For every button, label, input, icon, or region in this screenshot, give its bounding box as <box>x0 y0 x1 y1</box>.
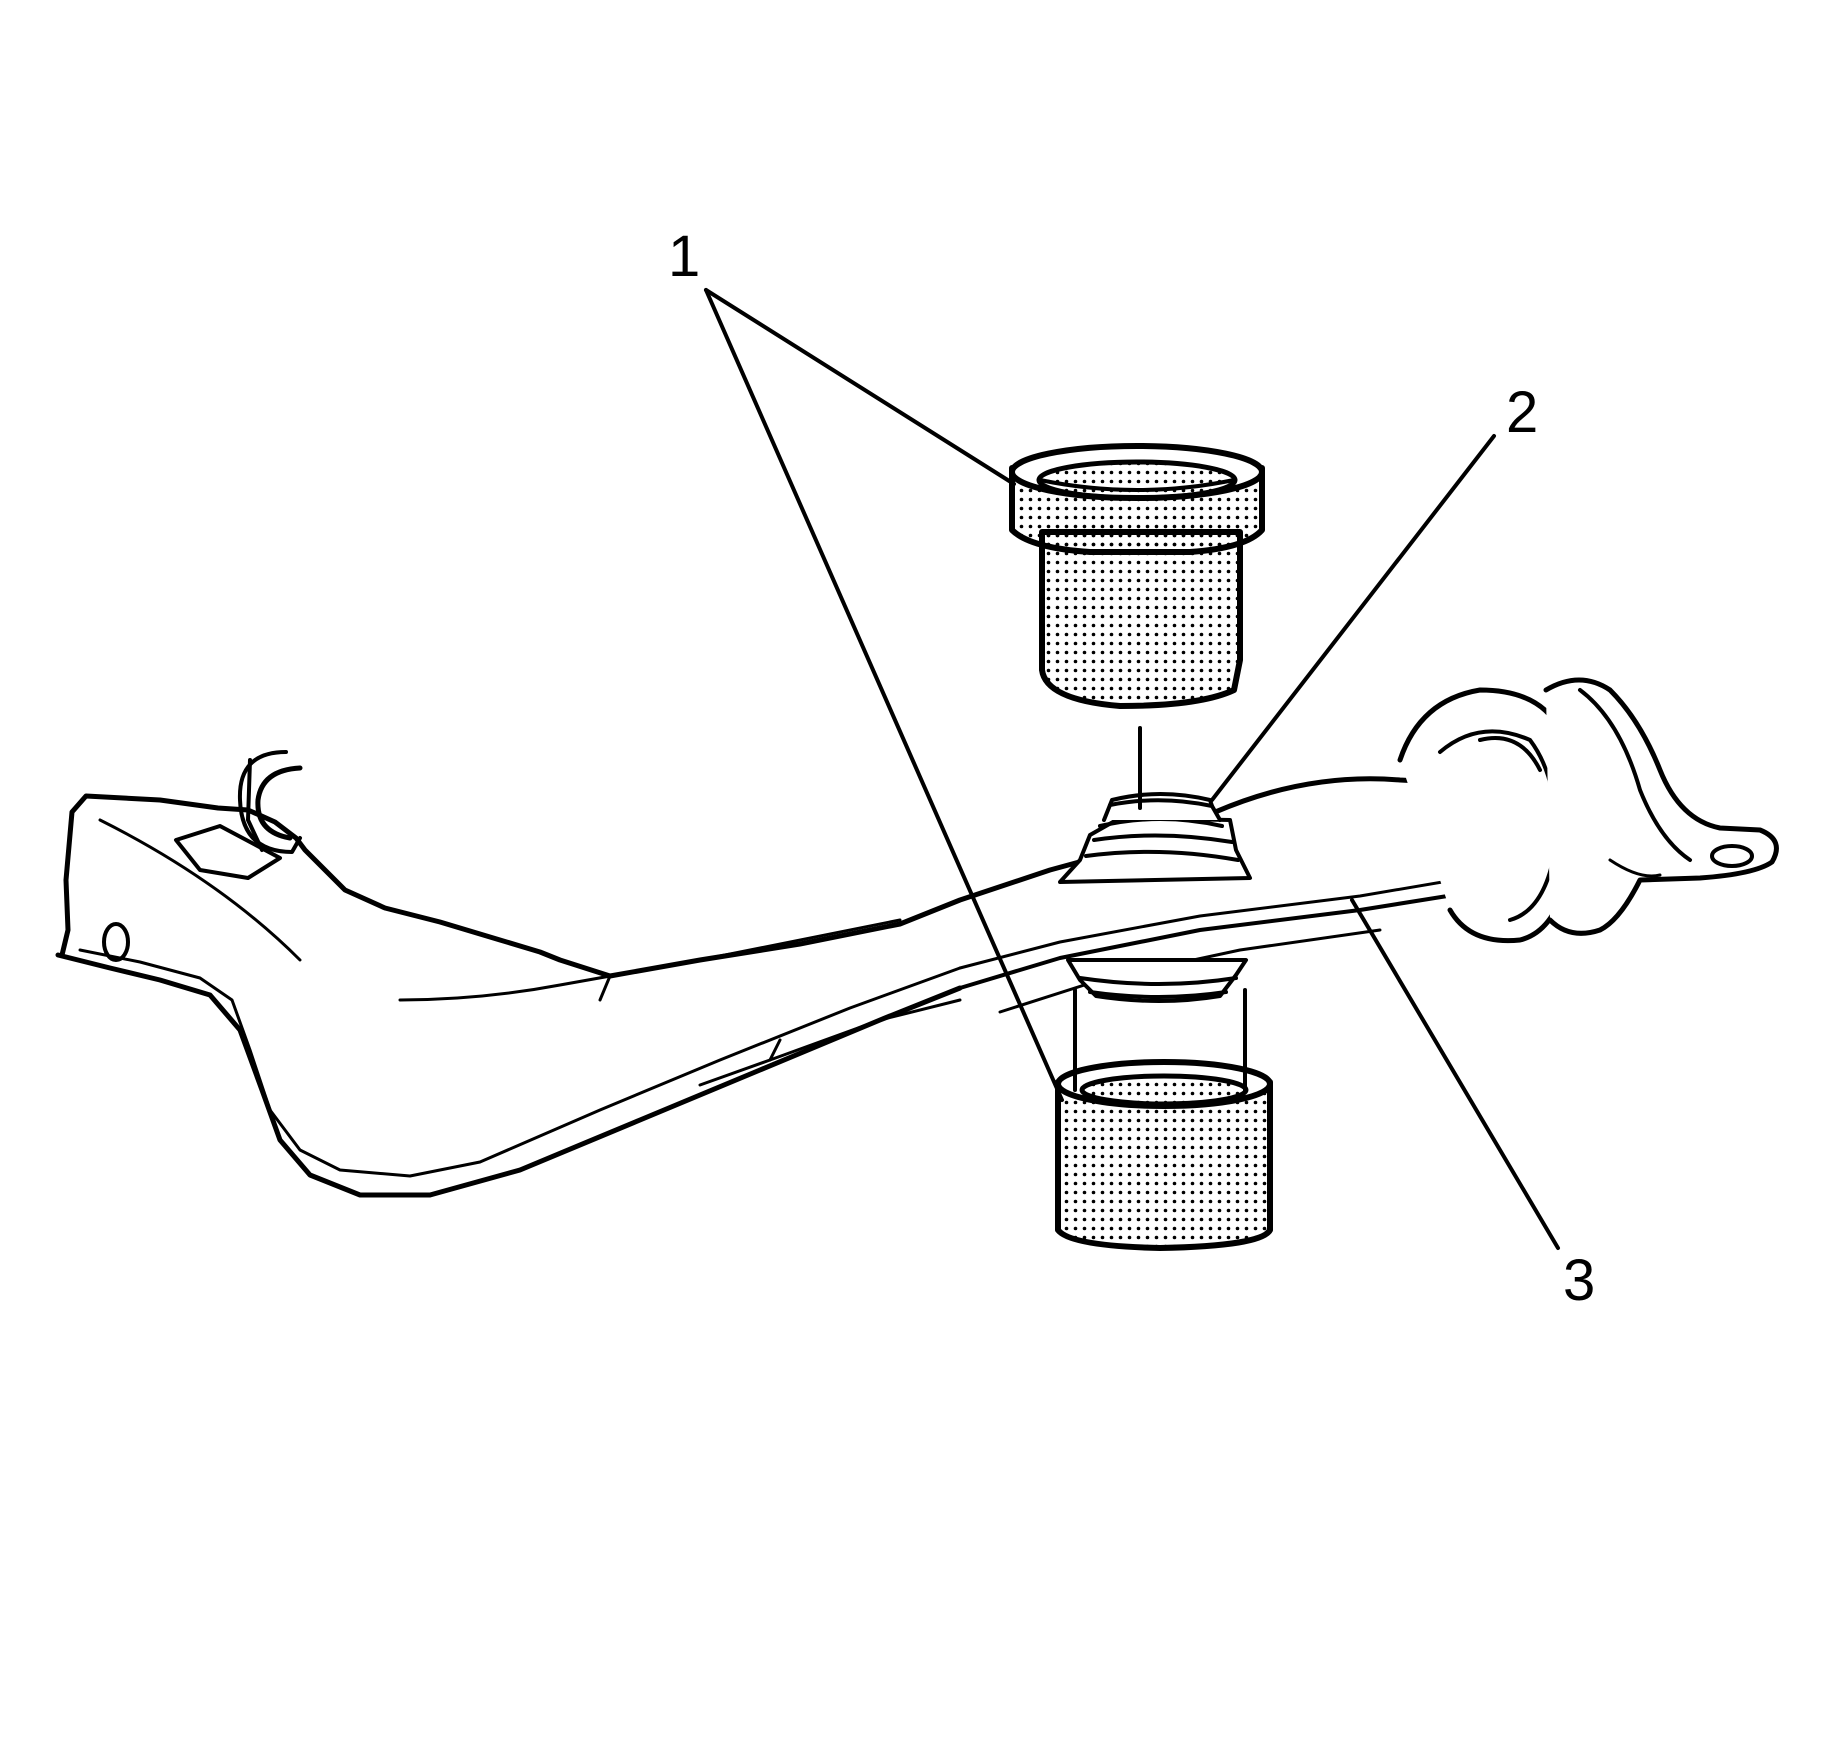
alignment-lines <box>1073 726 1247 1092</box>
upper-bushing <box>1009 443 1265 709</box>
callout-3: 3 <box>1563 1248 1596 1313</box>
rear-bushing-bracket <box>1397 677 1779 944</box>
control-arm <box>55 750 1562 1198</box>
lower-bushing <box>1055 1059 1273 1251</box>
bushing-boss <box>1058 792 1252 1003</box>
callout-1: 1 <box>668 224 701 289</box>
callout-2: 2 <box>1506 380 1539 445</box>
leader-lines <box>704 288 1560 1250</box>
